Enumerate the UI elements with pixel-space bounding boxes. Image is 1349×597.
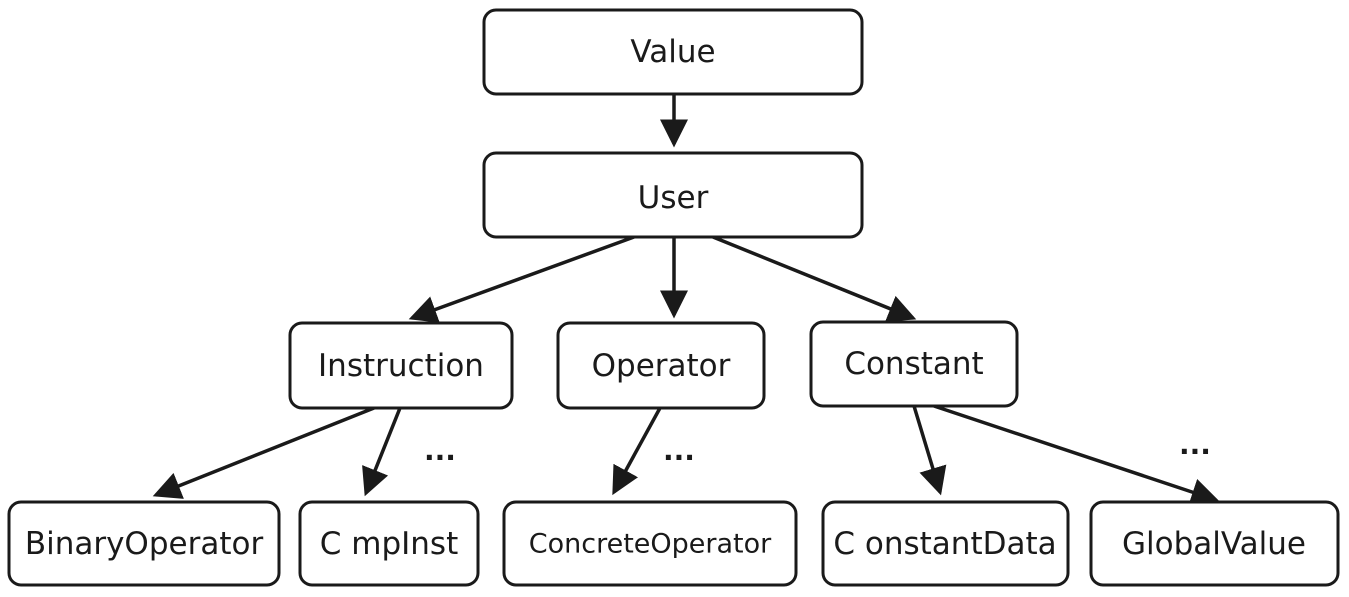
node-cmp-inst-label: C mpInst (320, 526, 458, 562)
node-constant-data-label: C onstantData (833, 526, 1056, 562)
node-user-label: User (638, 180, 709, 216)
node-instruction-label: Instruction (318, 348, 484, 384)
node-concrete-operator-label: ConcreteOperator (529, 529, 772, 560)
ellipsis-operator-children: ... (663, 434, 695, 467)
ellipsis-instruction-children: ... (424, 434, 456, 467)
edge-instruction-binaryoperator (152, 406, 375, 499)
node-operator-label: Operator (592, 348, 731, 384)
node-concrete-operator: ConcreteOperator (502, 500, 798, 587)
node-operator: Operator (556, 321, 766, 410)
node-binary-operator-label: BinaryOperator (25, 526, 264, 562)
edge-constant-constantdata (912, 405, 947, 496)
edge-constant-globalvalue (933, 404, 1220, 506)
node-cmp-inst: C mpInst (298, 500, 480, 587)
node-value-label: Value (630, 34, 715, 70)
node-instruction: Instruction (288, 321, 514, 410)
edge-instruction-cmpinst (362, 407, 402, 497)
edge-operator-concreteoperator (612, 407, 662, 496)
node-global-value-label: GlobalValue (1122, 526, 1306, 562)
node-constant-data: C onstantData (821, 500, 1070, 587)
node-global-value: GlobalValue (1089, 500, 1340, 587)
node-binary-operator: BinaryOperator (7, 500, 281, 587)
edge-user-constant (712, 235, 917, 322)
node-user: User (482, 151, 864, 239)
node-constant: Constant (809, 320, 1019, 408)
node-value: Value (482, 8, 864, 96)
node-constant-label: Constant (844, 346, 983, 382)
edges (152, 94, 1220, 506)
ellipsis-constant-children: ... (1179, 428, 1211, 461)
edge-user-instruction (408, 235, 635, 323)
